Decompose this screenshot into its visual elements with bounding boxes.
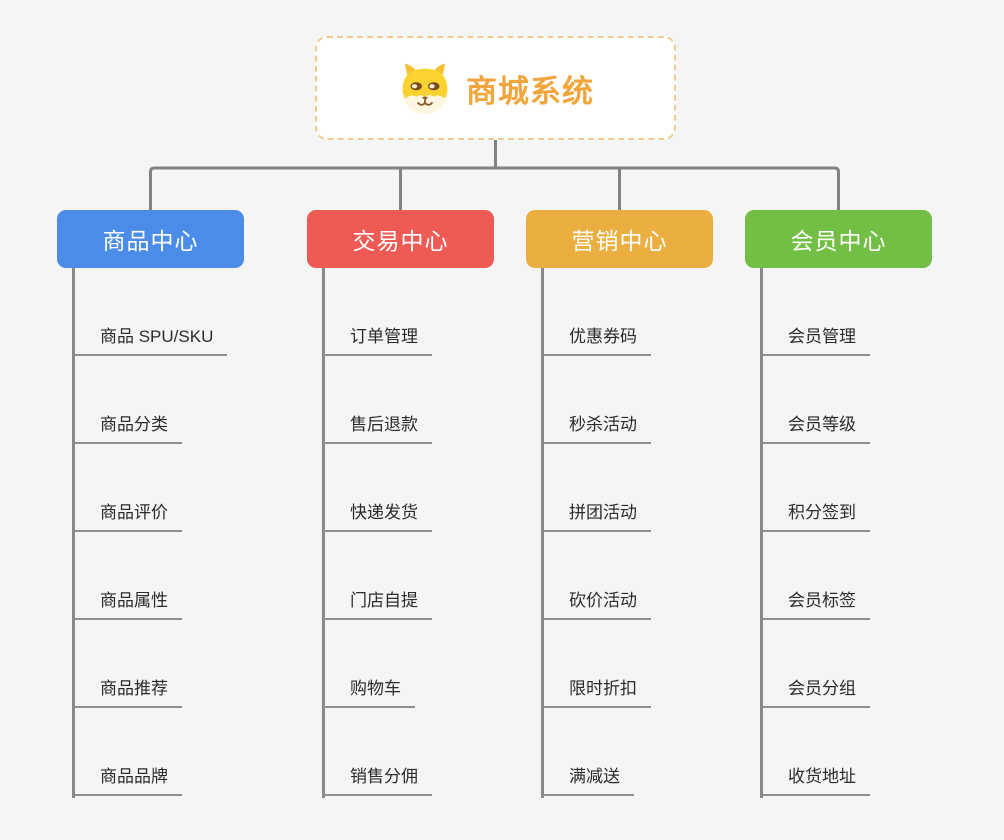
leaf-node[interactable]: 会员标签 (760, 532, 932, 620)
leaf-node[interactable]: 购物车 (322, 620, 494, 708)
leaf-label: 商品推荐 (72, 674, 182, 708)
leaf-label: 会员标签 (760, 586, 870, 620)
leaf-node[interactable]: 收货地址 (760, 708, 932, 796)
leaf-node[interactable]: 快递发货 (322, 444, 494, 532)
leaf-node[interactable]: 商品 SPU/SKU (72, 268, 244, 356)
leaf-label: 购物车 (322, 674, 415, 708)
leaf-label: 订单管理 (322, 322, 432, 356)
leaf-label: 积分签到 (760, 498, 870, 532)
leaf-label: 会员分组 (760, 674, 870, 708)
branch-group-marketing-center: 营销中心 优惠券码 秒杀活动 拼团活动 砍价活动 限时折扣 满减送 (526, 210, 713, 798)
branch-label: 交易中心 (352, 228, 449, 254)
leaf-label: 商品品牌 (72, 762, 182, 796)
branch-node-product-center[interactable]: 商品中心 (57, 210, 244, 268)
branch-group-product-center: 商品中心 商品 SPU/SKU 商品分类 商品评价 商品属性 商品推荐 商品品牌 (57, 210, 244, 798)
leaf-label: 砍价活动 (541, 586, 651, 620)
leaf-label: 会员等级 (760, 410, 870, 444)
leaf-node[interactable]: 满减送 (541, 708, 713, 796)
leaf-label: 售后退款 (322, 410, 432, 444)
leaf-label: 商品评价 (72, 498, 182, 532)
leaf-node[interactable]: 订单管理 (322, 268, 494, 356)
leaf-node[interactable]: 会员管理 (760, 268, 932, 356)
leaf-label: 快递发货 (322, 498, 432, 532)
branch-node-member-center[interactable]: 会员中心 (745, 210, 932, 268)
leaf-node[interactable]: 门店自提 (322, 532, 494, 620)
leaf-node[interactable]: 销售分佣 (322, 708, 494, 796)
leaf-node[interactable]: 会员等级 (760, 356, 932, 444)
leaf-node[interactable]: 会员分组 (760, 620, 932, 708)
doge-icon (402, 63, 448, 115)
branch-children: 订单管理 售后退款 快递发货 门店自提 购物车 销售分佣 (307, 268, 494, 798)
leaf-label: 会员管理 (760, 322, 870, 356)
leaf-label: 商品属性 (72, 586, 182, 620)
leaf-node[interactable]: 商品推荐 (72, 620, 244, 708)
branch-label: 营销中心 (571, 228, 668, 254)
branch-label: 商品中心 (102, 228, 199, 254)
leaf-node[interactable]: 售后退款 (322, 356, 494, 444)
branch-label: 会员中心 (790, 228, 887, 254)
branch-node-marketing-center[interactable]: 营销中心 (526, 210, 713, 268)
leaf-node[interactable]: 积分签到 (760, 444, 932, 532)
leaf-label: 销售分佣 (322, 762, 432, 796)
leaf-node[interactable]: 商品评价 (72, 444, 244, 532)
branch-vertical-line (760, 268, 763, 798)
branch-children: 商品 SPU/SKU 商品分类 商品评价 商品属性 商品推荐 商品品牌 (57, 268, 244, 798)
branch-node-trade-center[interactable]: 交易中心 (307, 210, 494, 268)
branch-vertical-line (322, 268, 325, 798)
leaf-node[interactable]: 优惠券码 (541, 268, 713, 356)
leaf-node[interactable]: 砍价活动 (541, 532, 713, 620)
leaf-node[interactable]: 商品属性 (72, 532, 244, 620)
leaf-label: 满减送 (541, 762, 634, 796)
leaf-node[interactable]: 拼团活动 (541, 444, 713, 532)
leaf-node[interactable]: 限时折扣 (541, 620, 713, 708)
branch-children: 会员管理 会员等级 积分签到 会员标签 会员分组 收货地址 (745, 268, 932, 798)
leaf-label: 门店自提 (322, 586, 432, 620)
branch-children: 优惠券码 秒杀活动 拼团活动 砍价活动 限时折扣 满减送 (526, 268, 713, 798)
branch-vertical-line (72, 268, 75, 798)
leaf-label: 商品 SPU/SKU (72, 322, 228, 356)
leaf-node[interactable]: 商品品牌 (72, 708, 244, 796)
root-title: 商城系统 (466, 73, 594, 109)
leaf-label: 优惠券码 (541, 322, 651, 356)
branch-group-member-center: 会员中心 会员管理 会员等级 积分签到 会员标签 会员分组 收货地址 (745, 210, 932, 798)
leaf-label: 商品分类 (72, 410, 182, 444)
branch-group-trade-center: 交易中心 订单管理 售后退款 快递发货 门店自提 购物车 销售分佣 (307, 210, 494, 798)
leaf-label: 拼团活动 (541, 498, 651, 532)
root-node[interactable]: 商城系统 (315, 36, 676, 140)
leaf-node[interactable]: 商品分类 (72, 356, 244, 444)
leaf-label: 秒杀活动 (541, 410, 651, 444)
leaf-label: 收货地址 (760, 762, 870, 796)
leaf-node[interactable]: 秒杀活动 (541, 356, 713, 444)
branch-vertical-line (541, 268, 544, 798)
leaf-label: 限时折扣 (541, 674, 651, 708)
